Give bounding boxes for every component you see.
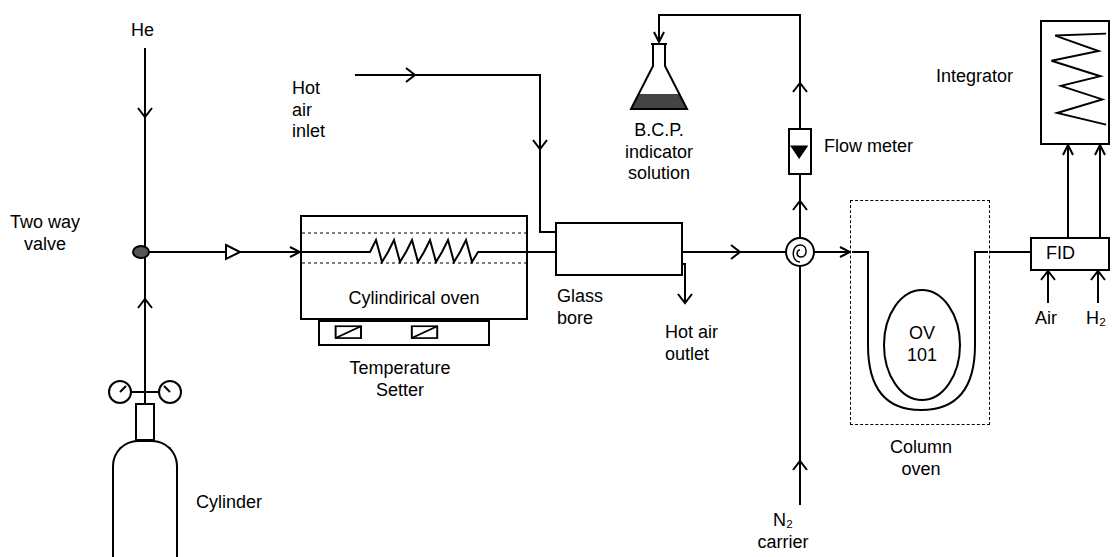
flow-meter: Flow meter	[788, 128, 812, 175]
flow-arrow	[1091, 271, 1105, 280]
flow-arrow	[793, 461, 807, 470]
flow-arrow	[1041, 271, 1055, 280]
node-label: Integrator	[936, 66, 1013, 88]
indicator-flask: B.C.P. indicator solution	[630, 42, 688, 110]
hot-air-label: Hot air inlet	[292, 78, 338, 143]
flask-outline	[631, 44, 687, 109]
gauge-needle	[120, 386, 126, 392]
flow-arrow	[731, 245, 740, 259]
gas-name: He	[131, 20, 154, 42]
setter-outline	[320, 322, 488, 344]
temperature-setter: Temperature Setter	[318, 320, 490, 346]
he-line	[144, 48, 146, 252]
gas-name: H₂	[1086, 308, 1106, 330]
flow-arrow	[138, 108, 152, 117]
flow-arrow	[678, 294, 692, 303]
pipe-connector	[659, 15, 800, 128]
flow-arrow	[793, 201, 807, 210]
oven-tube	[302, 263, 526, 264]
oven-tube	[302, 233, 526, 234]
indicator-liquid	[631, 94, 687, 109]
pipe-connector	[683, 251, 850, 253]
node-label: Cylinder	[196, 492, 262, 514]
cylindrical-oven: Cylindirical oven	[300, 215, 528, 320]
column-coil	[884, 290, 960, 400]
air-line	[1047, 272, 1049, 303]
flow-arrow	[793, 83, 807, 92]
node-label: OV 101	[902, 323, 942, 366]
carrier-line	[799, 266, 801, 505]
pressure-gauge	[109, 381, 131, 403]
pressure-gauge	[159, 381, 181, 403]
vent-line	[799, 175, 801, 238]
gauge-needle	[164, 386, 170, 392]
flow-arrow	[226, 245, 240, 259]
flow-arrow	[533, 140, 547, 149]
valve-label: Two way valve	[2, 212, 88, 255]
gas-name: Air	[1035, 308, 1057, 330]
node-label: Glass bore	[557, 286, 613, 329]
gas-cylinder: Cylinder	[112, 440, 178, 557]
node-label: FID	[1046, 243, 1075, 265]
chart-trace	[1051, 34, 1106, 125]
pipe-connector	[990, 251, 1030, 253]
flow-arrow	[138, 299, 152, 308]
node-label: Cylindirical oven	[348, 288, 479, 310]
node-label: B.C.P. indicator solution	[603, 120, 715, 185]
flask-outline	[630, 42, 688, 110]
cylinder-neck	[136, 404, 154, 440]
valve-loop	[793, 245, 806, 262]
node-label: Column oven	[879, 437, 963, 480]
pipe-connector	[1067, 145, 1069, 237]
hydrogen-line	[1097, 272, 1099, 303]
pipe-connector	[1099, 145, 1101, 237]
pipe-connector	[145, 252, 300, 440]
fid-detector: FID	[1030, 237, 1110, 271]
setter-knob	[412, 326, 437, 338]
carrier-label: N₂ carrier	[752, 510, 814, 553]
hot-air-line	[355, 75, 585, 232]
setter-knob	[412, 326, 437, 338]
flow-arrow	[406, 68, 415, 82]
injection-valve	[786, 238, 814, 266]
heating-coil	[302, 240, 526, 262]
meter-float	[792, 146, 807, 157]
pipe-connector	[528, 251, 555, 253]
glass-bore: Glass bore	[555, 222, 683, 276]
node-label: Flow meter	[824, 136, 913, 158]
column-oven: Column ovenOV 101	[850, 200, 990, 425]
hot-air-label: Hot air outlet	[665, 322, 719, 365]
two-way-valve	[133, 246, 149, 258]
meter-outline	[790, 130, 810, 173]
ov101-column: OV 101	[883, 289, 961, 401]
integrator: Integrator	[1040, 20, 1110, 145]
setter-knob	[336, 326, 361, 338]
chart-outline	[1042, 22, 1108, 143]
node-label: Temperature Setter	[335, 358, 465, 401]
column-tube	[852, 252, 988, 410]
setter-knob	[336, 326, 361, 338]
